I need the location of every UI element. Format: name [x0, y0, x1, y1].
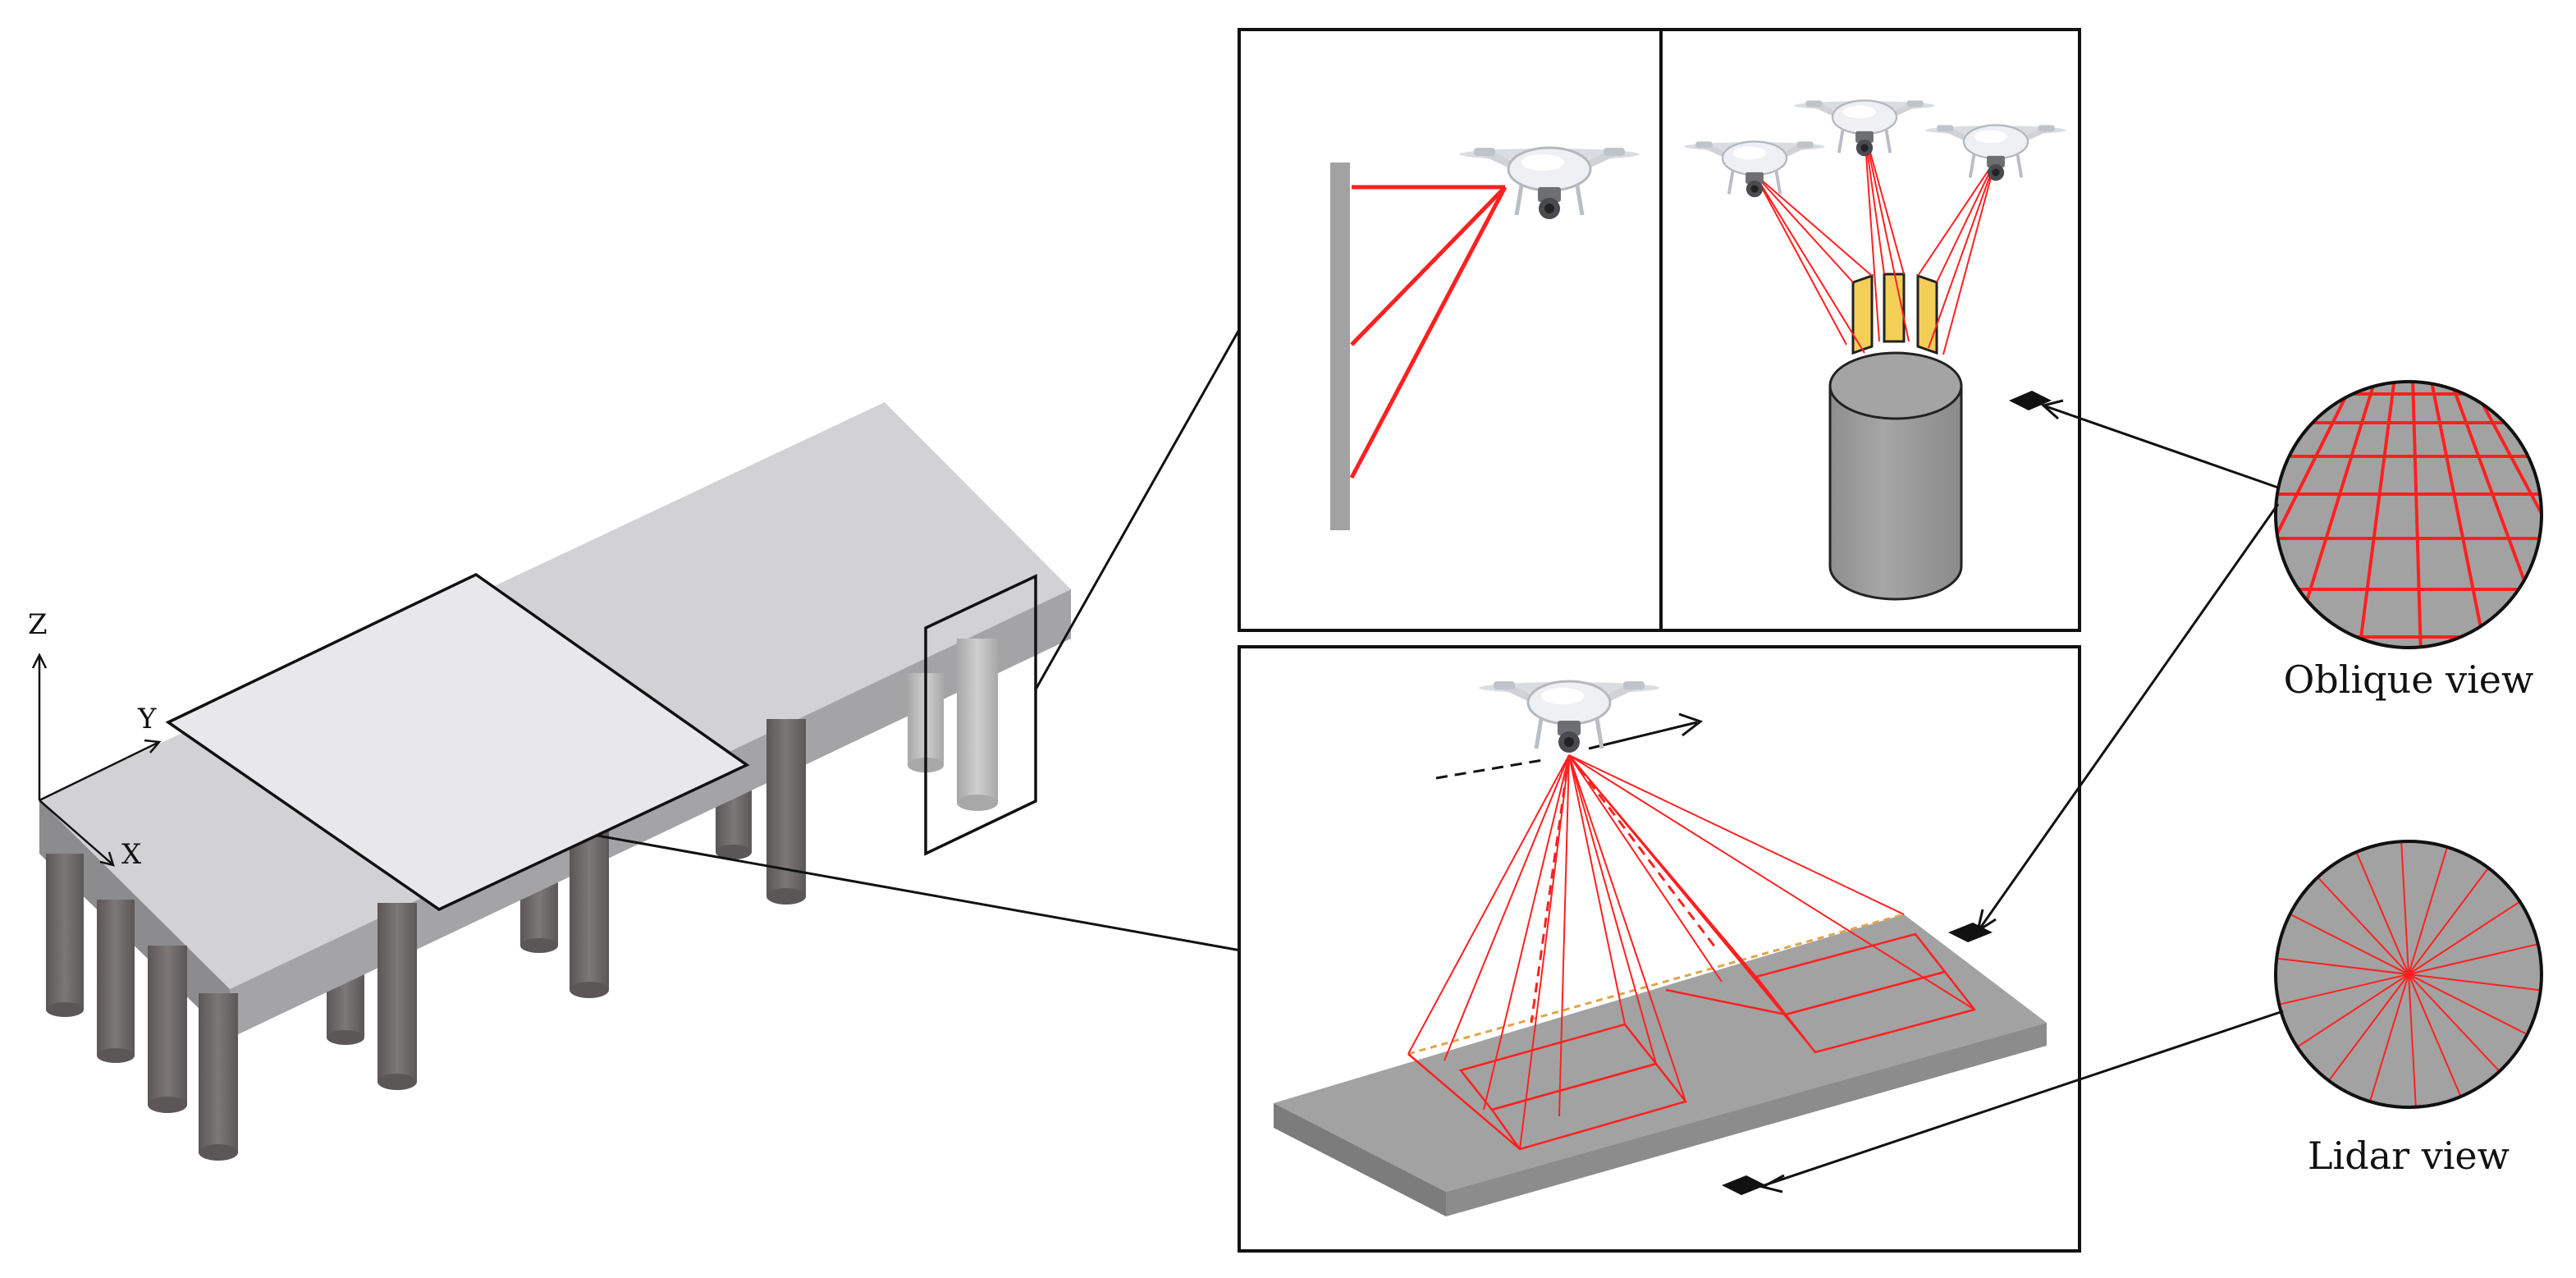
scan-patches [1851, 273, 1938, 355]
bridge-piers-front [46, 639, 998, 1161]
oblique-view-label: Oblique view [2284, 657, 2534, 702]
lidar-spoke [2313, 872, 2409, 975]
lidar-spoke [2291, 973, 2409, 1051]
deck-slab [1274, 914, 2047, 1216]
oblique-view-circle [2274, 380, 2543, 649]
lidar-spoke [2276, 973, 2409, 1007]
lidar-view-label: Lidar view [2308, 1134, 2510, 1178]
bridge-model [39, 402, 1071, 1161]
lidar-rays-dashed [1530, 754, 1717, 1024]
lidar-spoke [2408, 973, 2418, 1107]
lidar-spoke [2324, 973, 2409, 1087]
panel-deck-lidar-scan [1238, 645, 2081, 1253]
scan-edge-line [1407, 913, 1905, 1056]
laser-rays [1349, 185, 1508, 479]
panel-pier-multi-drone-scan [1659, 28, 2081, 632]
callout-connectors [597, 326, 1242, 952]
lidar-spoke [2408, 973, 2464, 1103]
lidar-spoke [2408, 941, 2542, 975]
lidar-spoke [2283, 910, 2409, 975]
cylinder-pier [1828, 351, 1963, 601]
pier-survey-area-frame[interactable] [924, 574, 1037, 856]
deck-survey-area-frame[interactable] [165, 572, 750, 912]
lidar-rays [1407, 754, 1975, 1150]
lidar-spoke [2408, 973, 2534, 1038]
lidar-spoke [2408, 841, 2450, 975]
lidar-spoke [2353, 845, 2409, 975]
lidar-view-circle [2274, 840, 2543, 1109]
axis-label-z: Z [28, 608, 48, 641]
point-marker [2009, 391, 2052, 410]
flight-direction-arrow [1588, 721, 1698, 750]
view-pointers [1759, 399, 2284, 1193]
lidar-spoke [2400, 841, 2409, 975]
lidar-spoke [2408, 973, 2542, 992]
lidar-spoke [2367, 973, 2409, 1107]
axis-label-x: X [121, 838, 142, 871]
axis-label-y: Y [137, 703, 157, 735]
bridge-deck-side [230, 589, 1071, 1038]
pier-wall [1330, 163, 1350, 530]
lidar-spoke [2408, 862, 2493, 975]
lidar-spoke [2408, 973, 2505, 1077]
panel-pier-side-scan [1238, 28, 1663, 632]
coordinate-axes [31, 653, 162, 867]
deck-survey-area-highlight [168, 575, 747, 909]
lidar-spoke [2408, 897, 2526, 975]
point-marker-lower [1722, 1175, 1766, 1195]
lidar-spoke [2276, 956, 2409, 975]
